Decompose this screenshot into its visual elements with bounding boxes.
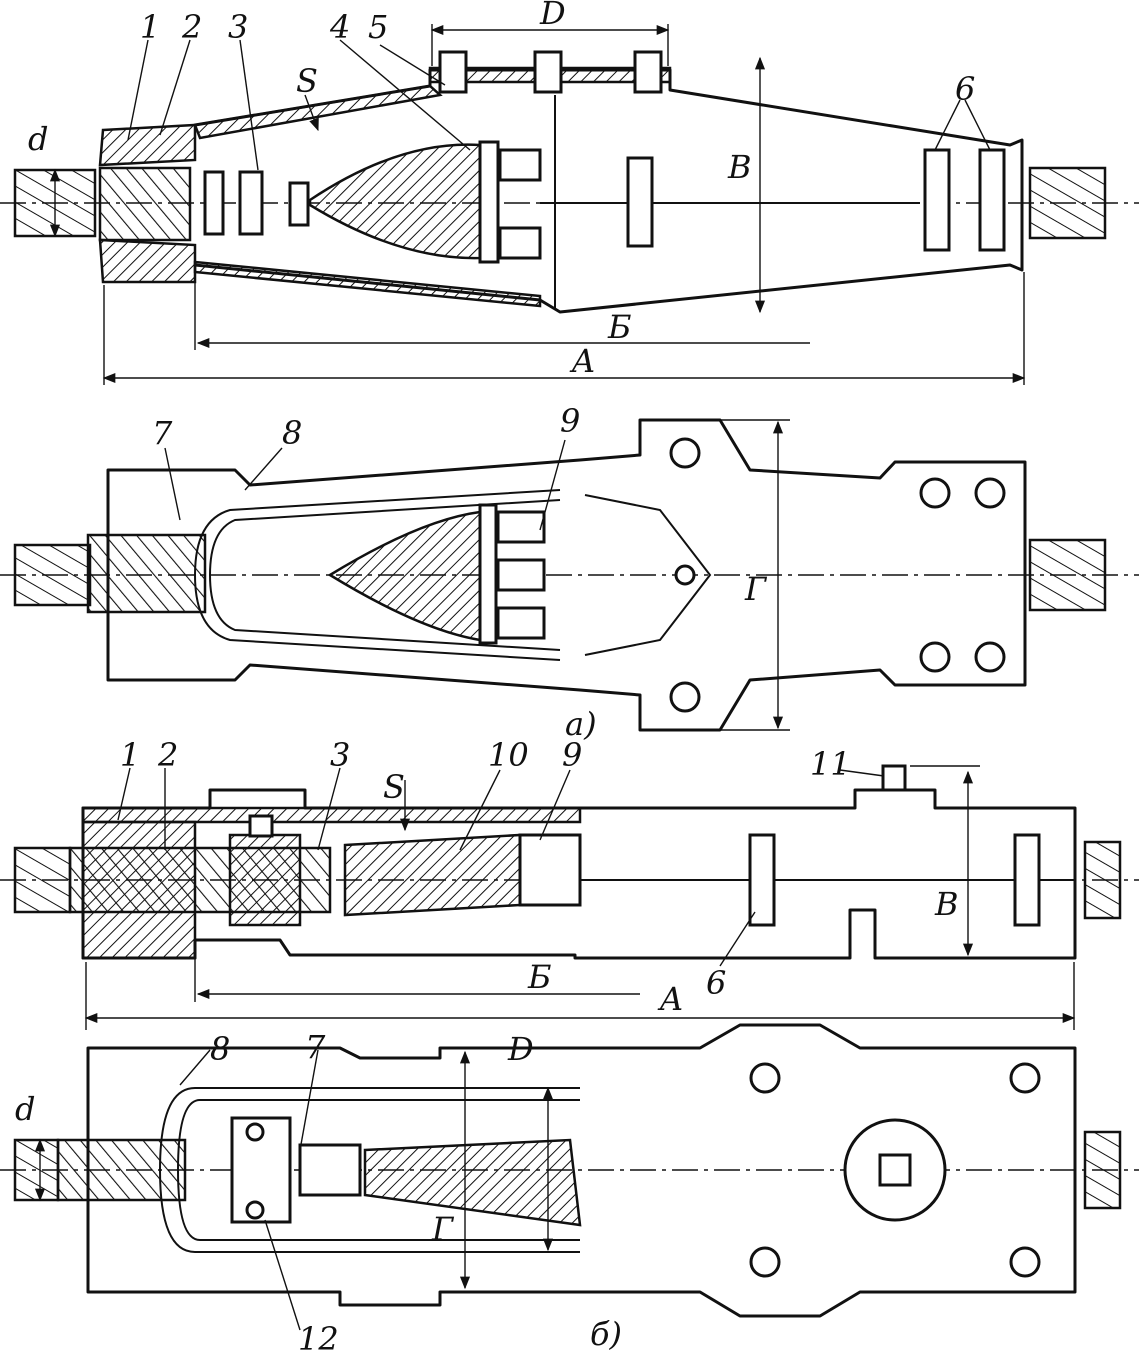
callout-6: 6 [955,70,975,108]
bearing-block [228,833,302,927]
cable-left [13,543,92,607]
cable-right [1028,166,1107,240]
clamp-cup [98,123,197,167]
clamp-body-outline [86,1023,1077,1318]
cable-right [1083,1130,1122,1210]
right-bolt-1 [923,148,951,252]
dim-label-G: Г [744,570,768,608]
housing-wall [193,84,443,140]
right-bolt-2 [978,148,1006,252]
ferrule-2 [238,170,264,236]
cable-left [13,1138,60,1202]
cable-left [13,846,72,914]
bolt-6 [748,833,776,927]
flange [478,140,500,264]
callout-12: 12 [298,1320,339,1356]
wedge-plug [86,533,207,614]
view-b-plan: d 8 7 D Г 12 б) [0,1023,1139,1356]
view-b-side-section: 1 2 3 S 10 9 11 6 В Б A [0,736,1139,1030]
callout-8: 8 [282,414,302,452]
dim-label-A: A [569,342,595,380]
callout-7: 7 [305,1028,326,1066]
callout-9: 9 [562,736,582,774]
callout-1: 1 [140,8,160,46]
wedge-plate [584,494,712,656]
callout-3: 3 [330,736,350,774]
bolt-lower [498,226,542,260]
view-a-side-section: 1 2 3 4 5 6 d S D В Б A [0,0,1139,385]
callout-9: 9 [560,402,580,440]
center-bolt [626,156,654,248]
housing-outline [81,788,1077,960]
dim-label-D: D [539,0,566,32]
caption-a: а) [565,705,597,743]
dim-label-d: d [15,1090,35,1128]
ferrule-1 [203,170,225,236]
bolt-upper [498,148,542,182]
callout-7: 7 [152,414,173,452]
callout-8: 8 [210,1030,230,1068]
callout-1: 1 [120,736,140,774]
callout-4: 4 [329,8,350,46]
callout-5: 5 [368,8,388,46]
dim-label-S: S [383,768,405,806]
dim-label-B: Б [607,308,632,346]
dim-label-S: S [296,62,318,100]
screw-11 [881,764,907,792]
split-cone [363,1138,582,1227]
cable-right [1083,840,1122,920]
flange [478,503,498,645]
housing-wall-lower [193,260,542,308]
wedge-plug [98,166,192,242]
cable-right [1028,538,1107,612]
housing-wall [81,806,582,824]
dim-label-B: Б [527,958,552,996]
screw-wedge [56,1138,187,1202]
dim-S [304,94,319,132]
ferrule-3 [288,181,310,227]
callout-6: 6 [706,964,726,1002]
callout-2: 2 [157,736,178,774]
split-cone [308,143,482,260]
view-a-plan: 7 8 9 Г а) [0,402,1139,743]
split-cone [327,510,482,642]
clamp-body-outline [106,418,1027,732]
dim-label-d: d [28,120,48,158]
dim-label-V: В [727,148,752,186]
dim-label-G: Г [431,1210,455,1248]
callout-10: 10 [488,736,529,774]
callout-2: 2 [181,8,202,46]
callout-3: 3 [228,8,248,46]
dim-label-A: A [657,980,683,1018]
callout-11: 11 [810,745,851,783]
sleeve [343,833,522,917]
dim-label-D: D [507,1030,534,1068]
dim-label-V: В [934,885,959,923]
caption-b: б) [590,1315,622,1353]
clamp-cup-lower [98,238,197,284]
